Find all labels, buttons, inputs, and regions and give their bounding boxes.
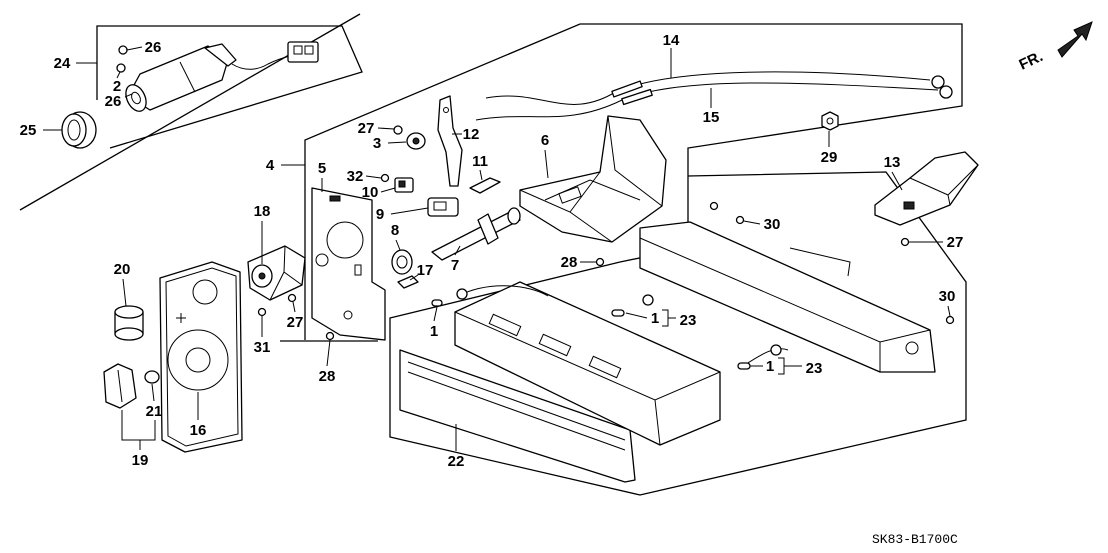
callout-17: 17 bbox=[417, 262, 434, 279]
callout-23: 23 bbox=[806, 360, 823, 377]
callout-3: 3 bbox=[373, 135, 381, 152]
blower-motor-actuator bbox=[247, 245, 306, 301]
diagram-code: SK83-B1700C bbox=[872, 532, 958, 547]
control-cables bbox=[475, 71, 953, 121]
callout-31: 31 bbox=[254, 339, 271, 356]
callout-1: 1 bbox=[766, 358, 774, 375]
bulb bbox=[431, 288, 782, 370]
control-panel-face bbox=[159, 261, 243, 453]
arrow-icon bbox=[1057, 21, 1093, 58]
control-case bbox=[639, 221, 936, 373]
front-label: FR. bbox=[1017, 48, 1046, 74]
callout-27: 27 bbox=[287, 314, 304, 331]
callout-28: 28 bbox=[561, 254, 578, 271]
screw bbox=[380, 173, 390, 183]
callout-21: 21 bbox=[146, 403, 163, 420]
circuit-board-assembly bbox=[454, 281, 789, 446]
callout-28: 28 bbox=[319, 368, 336, 385]
screw bbox=[709, 201, 955, 325]
callout-16: 16 bbox=[190, 422, 207, 439]
washer bbox=[406, 132, 426, 150]
front-bezel bbox=[399, 349, 636, 483]
screw bbox=[393, 125, 403, 135]
screw bbox=[257, 257, 605, 341]
control-knob bbox=[114, 305, 144, 341]
callout-1: 1 bbox=[651, 310, 659, 327]
control-shaft bbox=[431, 207, 521, 261]
callout-10: 10 bbox=[362, 184, 379, 201]
callout-27: 27 bbox=[358, 120, 375, 137]
actuator-motor bbox=[125, 41, 319, 112]
callout-15: 15 bbox=[703, 109, 720, 126]
mounting-bracket bbox=[874, 151, 979, 226]
callout-2: 2 bbox=[113, 78, 121, 95]
callout-6: 6 bbox=[541, 132, 549, 149]
lever-arm bbox=[437, 95, 463, 187]
callout-26: 26 bbox=[145, 39, 162, 56]
control-frame-bracket bbox=[519, 115, 667, 243]
callout-26: 26 bbox=[105, 93, 122, 110]
callout-29: 29 bbox=[821, 149, 838, 166]
ring-collar bbox=[61, 111, 97, 149]
callout-labels: 24 26 2 26 25 14 15 27 12 3 6 29 13 4 5 … bbox=[20, 32, 964, 470]
callout-13: 13 bbox=[884, 154, 901, 171]
callout-30: 30 bbox=[939, 288, 956, 305]
callout-18: 18 bbox=[254, 203, 271, 220]
callout-20: 20 bbox=[114, 261, 131, 278]
callout-32: 32 bbox=[347, 168, 364, 185]
screw bbox=[116, 45, 128, 73]
small-clip bbox=[469, 177, 501, 194]
retainer-clip bbox=[397, 275, 419, 289]
switch-block bbox=[394, 177, 414, 193]
callout-30: 30 bbox=[764, 216, 781, 233]
callout-14: 14 bbox=[663, 32, 680, 49]
slide-switch bbox=[427, 197, 459, 217]
callout-9: 9 bbox=[376, 206, 384, 223]
callout-5: 5 bbox=[318, 160, 326, 177]
callout-19: 19 bbox=[132, 452, 149, 469]
callout-4: 4 bbox=[266, 157, 275, 174]
knob-insert bbox=[144, 370, 160, 384]
front-direction-indicator: FR. bbox=[1017, 21, 1093, 74]
callout-27: 27 bbox=[947, 234, 964, 251]
callout-12: 12 bbox=[463, 126, 480, 143]
callout-11: 11 bbox=[472, 153, 488, 170]
gear-knob bbox=[391, 249, 413, 275]
hex-nut bbox=[821, 111, 839, 131]
control-knob bbox=[103, 363, 137, 409]
mounting-bracket-plate bbox=[311, 187, 386, 341]
callout-7: 7 bbox=[451, 257, 459, 274]
callout-25: 25 bbox=[20, 122, 37, 139]
leader-lines bbox=[43, 46, 951, 451]
callout-22: 22 bbox=[448, 453, 465, 470]
callout-1: 1 bbox=[430, 323, 438, 340]
callout-24: 24 bbox=[54, 55, 71, 72]
callout-8: 8 bbox=[391, 222, 399, 239]
callout-23: 23 bbox=[680, 312, 697, 329]
